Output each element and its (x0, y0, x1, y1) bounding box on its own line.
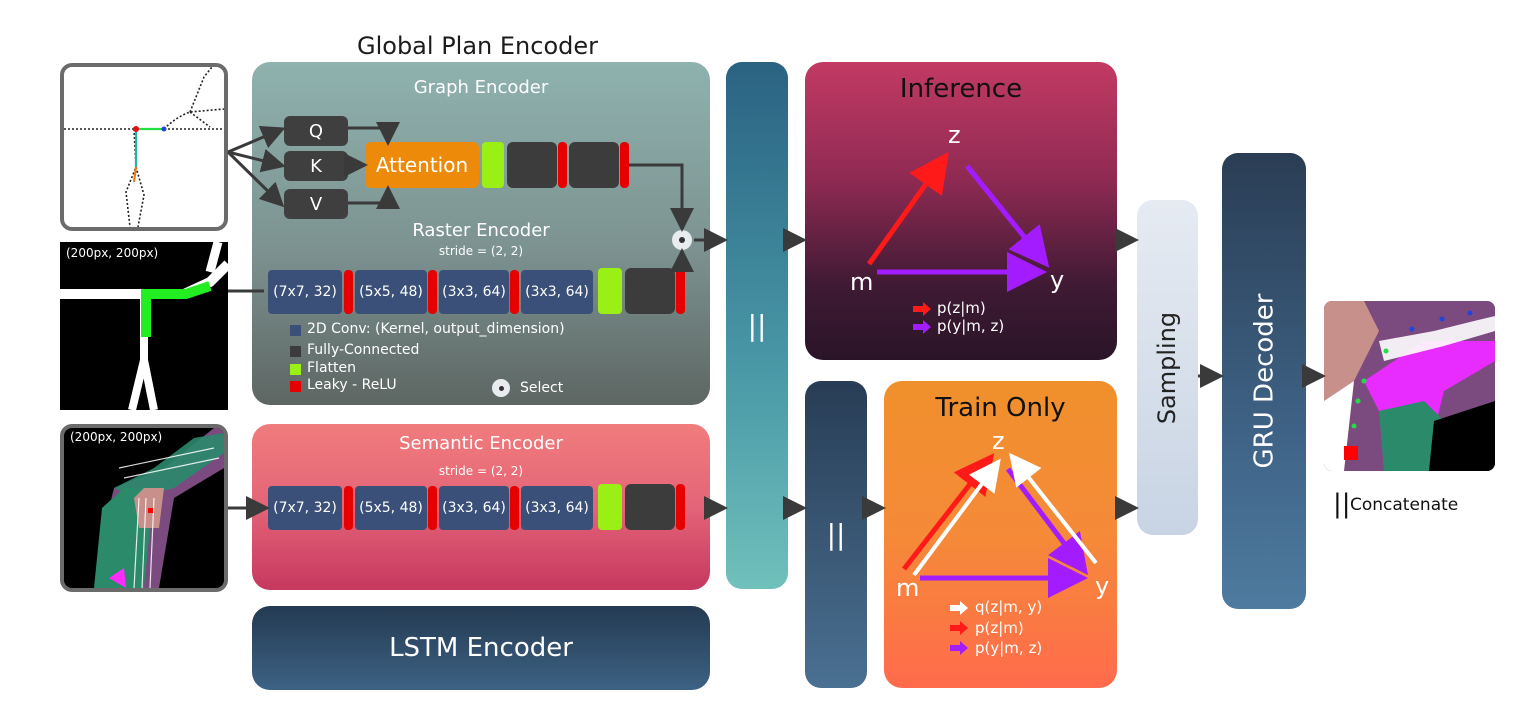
prediction-map-icon (1324, 301, 1495, 471)
concatenate-label: Concatenate (1350, 495, 1459, 515)
train-graph (902, 452, 1098, 655)
train-legend-pzm: p(z|m) (975, 619, 1024, 637)
concat-symbol-2: || (826, 518, 846, 551)
legend-conv-swatch (290, 325, 301, 336)
semantic-relu-2 (428, 486, 437, 530)
key-block: K (284, 151, 348, 181)
raster-stride: stride = (2, 2) (438, 244, 524, 258)
raster-conv-4: (3x3, 64) (521, 270, 593, 314)
inference-legend-pzm: p(z|m) (937, 299, 986, 317)
output-prediction-image (1324, 301, 1495, 471)
raster-input-image: (200px, 200px) (60, 242, 228, 410)
inference-node-z: z (948, 121, 961, 149)
raster-size-label: (200px, 200px) (66, 246, 159, 260)
legend-relu-swatch (290, 381, 301, 392)
inference-panel (805, 62, 1117, 360)
graph-flatten-block (482, 142, 504, 188)
legend-flatten-label: Flatten (307, 360, 356, 376)
gru-decoder-label: GRU Decoder (1249, 293, 1280, 469)
graph-fc-block-2 (569, 142, 619, 188)
concat-bar-1: || (726, 62, 788, 589)
raster-relu-3 (510, 270, 519, 314)
value-block: V (284, 189, 348, 219)
raster-conv-2: (5x5, 48) (355, 270, 427, 314)
graph-input-image (60, 63, 228, 231)
legend-flatten-swatch (290, 364, 301, 375)
sampling-block: Sampling (1137, 200, 1198, 535)
semantic-flatten-block (598, 484, 622, 530)
train-legend-qzmy: q(z|m, y) (975, 598, 1043, 616)
semantic-map-icon (94, 428, 224, 588)
train-node-y: y (1095, 572, 1110, 600)
semantic-conv-4: (3x3, 64) (521, 486, 593, 530)
raster-fc-block (625, 268, 675, 314)
train-legend-pymz: p(y|m, z) (975, 639, 1043, 657)
train-only-title: Train Only (935, 393, 1066, 423)
legend-fc-swatch (290, 346, 301, 357)
attention-block: Attention (365, 142, 479, 188)
legend-select-label: Select (520, 380, 564, 396)
select-node (672, 230, 692, 250)
page-title: Global Plan Encoder (357, 32, 598, 60)
concatenate-symbol: || (1333, 489, 1351, 519)
road-graph-icon (64, 67, 224, 227)
semantic-fc-block (625, 484, 675, 530)
concat-bar-2: || (805, 381, 867, 688)
train-node-z: z (992, 427, 1005, 455)
semantic-conv-3: (3x3, 64) (439, 486, 509, 530)
raster-relu-2 (428, 270, 437, 314)
semantic-conv-2: (5x5, 48) (355, 486, 427, 530)
graph-encoder-title: Graph Encoder (413, 77, 549, 98)
inference-node-m: m (850, 268, 874, 296)
legend-conv-label: 2D Conv: (Kernel, output_dimension) (307, 321, 565, 337)
legend-relu-label: Leaky - ReLU (307, 377, 397, 393)
graph-fc-block-1 (507, 142, 557, 188)
semantic-conv-1: (7x7, 32) (268, 486, 342, 530)
raster-conv-1: (7x7, 32) (268, 270, 342, 314)
gru-decoder-block: GRU Decoder (1222, 153, 1306, 609)
semantic-input-image: (200px, 200px) (60, 424, 228, 592)
raster-conv-3: (3x3, 64) (439, 270, 509, 314)
graph-relu-1 (558, 142, 567, 188)
inference-legend-pymz: p(y|m, z) (937, 317, 1005, 335)
semantic-size-label: (200px, 200px) (70, 430, 163, 444)
semantic-relu-1 (344, 486, 353, 530)
query-block: Q (284, 116, 348, 146)
raster-map-icon (60, 242, 228, 410)
lstm-encoder-block: LSTM Encoder (252, 606, 710, 690)
raster-relu-4 (676, 268, 685, 314)
concat-symbol-1: || (747, 309, 767, 342)
inference-node-y: y (1050, 266, 1065, 294)
semantic-stride: stride = (2, 2) (438, 464, 524, 478)
semantic-relu-4 (676, 484, 685, 530)
lstm-encoder-label: LSTM Encoder (389, 633, 573, 663)
raster-relu-1 (344, 270, 353, 314)
legend-select-icon (492, 379, 510, 397)
semantic-encoder-title: Semantic Encoder (399, 433, 563, 454)
sampling-label: Sampling (1153, 311, 1182, 424)
train-node-m: m (896, 574, 920, 602)
inference-title: Inference (899, 74, 1023, 104)
legend-fc-label: Fully-Connected (307, 342, 420, 358)
inference-graph (866, 151, 1050, 334)
raster-flatten-block (598, 268, 622, 314)
raster-encoder-title: Raster Encoder (412, 220, 550, 241)
graph-relu-2 (620, 142, 629, 188)
semantic-relu-3 (510, 486, 519, 530)
